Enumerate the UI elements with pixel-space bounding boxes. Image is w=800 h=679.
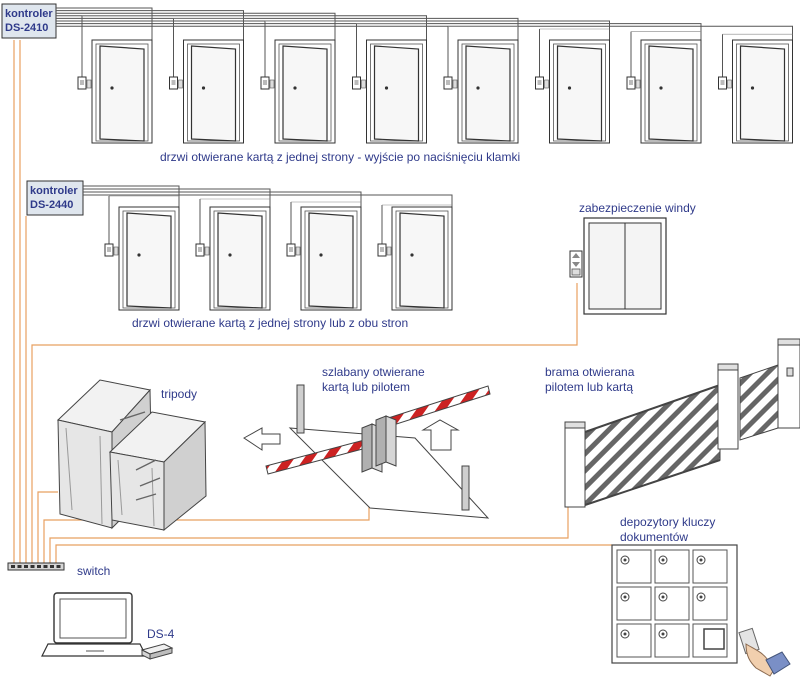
tripod-2 — [108, 411, 207, 532]
door-handle-icon — [659, 86, 663, 90]
key-slot-6 — [692, 586, 728, 621]
tripod-turnstiles — [56, 379, 207, 532]
network-switch — [7, 562, 65, 571]
door-handle-icon — [293, 86, 297, 90]
door-row1-8 — [718, 39, 793, 144]
door-handle-icon — [567, 86, 572, 90]
door-row2-1 — [104, 206, 180, 311]
door-handle-icon — [110, 86, 114, 90]
key-cabinet — [611, 544, 738, 664]
switch-port — [17, 565, 22, 568]
door-row1-2 — [169, 39, 244, 144]
door-row2-2 — [195, 206, 271, 311]
controller-2-line1: kontroler — [30, 185, 78, 197]
tripods-caption: tripody — [161, 387, 197, 401]
controller-1-line2: DS-2410 — [5, 22, 48, 34]
door-row1-6 — [535, 39, 610, 144]
switch-port — [43, 565, 48, 568]
computer-caption: DS-4 — [147, 627, 175, 641]
barrier-gates — [243, 384, 491, 519]
switch-ports — [11, 565, 61, 568]
door-handle-icon — [750, 86, 755, 90]
door-row1-3 — [260, 39, 336, 144]
gate-caption-line1: brama otwierana — [545, 365, 635, 379]
arrow-up-outline-icon — [421, 419, 460, 451]
switch-port — [56, 565, 61, 568]
door-handle-icon — [319, 253, 323, 257]
key-slot-2 — [654, 549, 690, 584]
sliding-gate — [564, 338, 800, 508]
door-handle-icon — [384, 86, 389, 90]
key-cabinet-reader — [703, 628, 725, 650]
barriers-caption-line2: kartą lub pilotem — [322, 380, 410, 394]
network-wires — [13, 40, 612, 563]
key-slot-5 — [654, 586, 690, 621]
elevator-caption: zabezpieczenie windy — [579, 201, 696, 215]
controller-ds-2440: kontroler DS-2440 — [26, 180, 84, 216]
door-handle-icon — [228, 253, 232, 257]
key-cabinet-caption-line2: dokumentów — [620, 530, 688, 544]
door-row1-1 — [77, 39, 153, 144]
arrow-left-icon — [243, 427, 281, 451]
controller-2-wires — [83, 185, 453, 244]
door-handle-icon — [201, 86, 206, 90]
doors-row2-caption: drzwi otwierane kartą z jednej strony lu… — [132, 316, 408, 330]
door-row1-7 — [626, 39, 702, 144]
door-handle-icon — [137, 253, 141, 257]
barriers-caption-line1: szlabany otwierane — [322, 365, 425, 379]
arrow-up-icon — [572, 253, 580, 258]
door-row2-3 — [286, 206, 362, 311]
key-slot-4 — [616, 586, 652, 621]
ds-4-device — [140, 643, 174, 660]
key-slot-8 — [654, 623, 690, 658]
gate-caption-line2: pilotem lub kartą — [545, 380, 633, 394]
switch-port — [11, 565, 15, 568]
arrow-down-icon — [572, 262, 580, 267]
controller-2-line2: DS-2440 — [30, 199, 73, 211]
controller-1-wires — [56, 7, 793, 77]
key-cabinet-caption-line1: depozytory kluczy — [620, 515, 715, 529]
controller-1-line1: kontroler — [5, 8, 53, 20]
key-slot-7 — [616, 623, 652, 658]
switch-port — [24, 565, 28, 568]
doors-row1-caption: drzwi otwierane kartą z jednej strony - … — [160, 150, 520, 164]
hand-with-card — [738, 627, 791, 677]
switch-caption: switch — [77, 564, 110, 578]
doors-row-1 — [77, 39, 793, 144]
controller-ds-2410: kontroler DS-2410 — [1, 3, 57, 39]
key-slot-3 — [692, 549, 728, 584]
door-row1-5 — [443, 39, 519, 144]
switch-port — [37, 565, 41, 568]
door-row2-4 — [377, 206, 453, 311]
key-slot-1 — [616, 549, 652, 584]
gate-card-reader — [786, 367, 794, 377]
door-handle-icon — [410, 253, 414, 257]
doors-row-2 — [104, 206, 453, 311]
door-row1-4 — [352, 39, 427, 144]
switch-port — [50, 565, 54, 568]
laptop — [41, 592, 147, 657]
elevator — [569, 217, 667, 315]
door-handle-icon — [476, 86, 480, 90]
switch-port — [30, 565, 35, 568]
